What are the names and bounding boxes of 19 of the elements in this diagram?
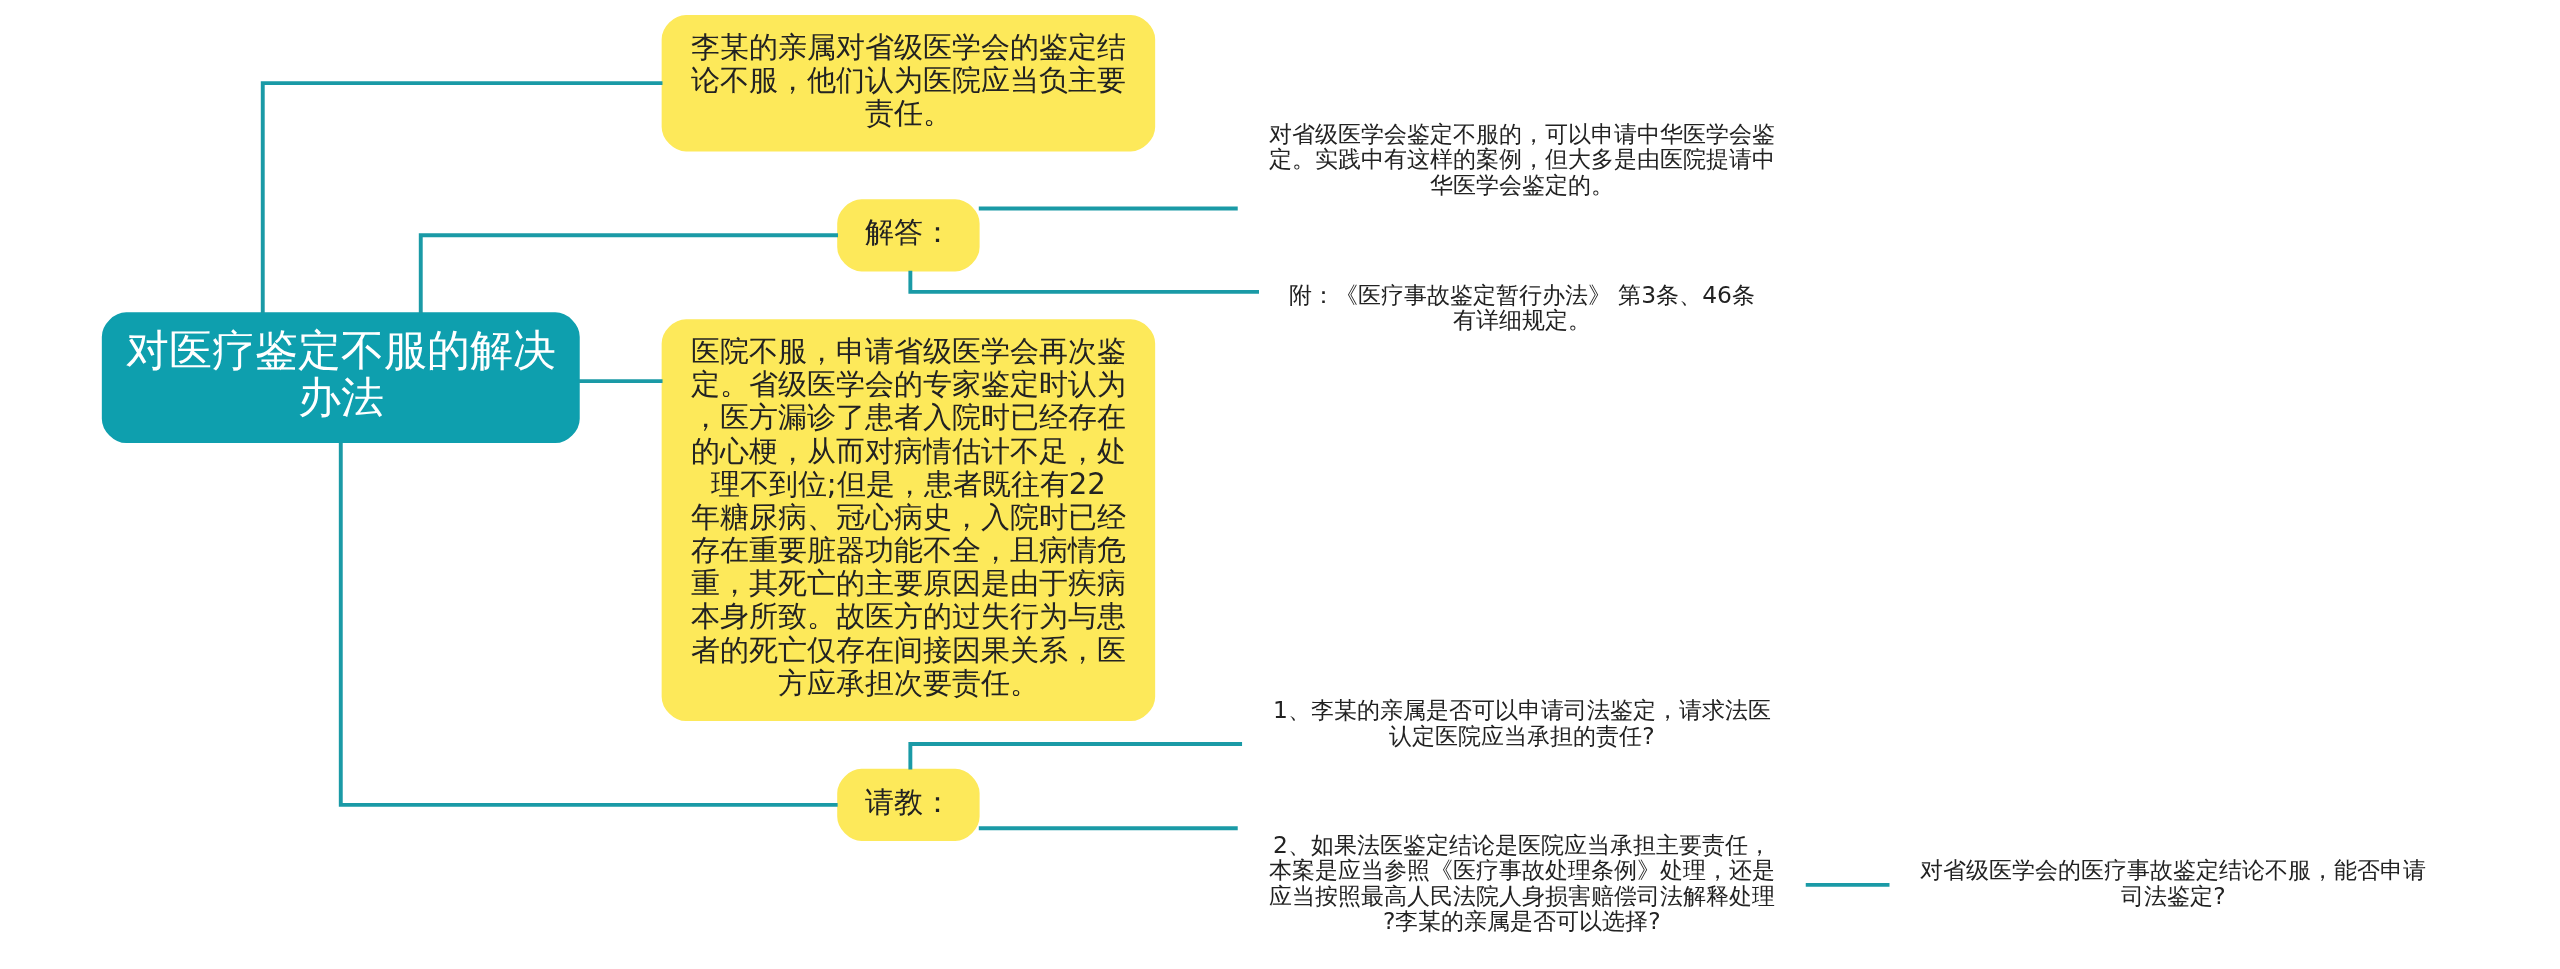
node-box: 对医疗鉴定不服的解决办法 <box>101 312 580 444</box>
node-text: 对省级医学会的医疗事故鉴定结论不服，能否申请司法鉴定? <box>1920 856 2427 910</box>
connector <box>1805 882 1890 887</box>
node-box: 请教： <box>837 768 980 841</box>
node-box: 李某的亲属对省级医学会的鉴定结论不服，他们认为医院应当负主要责任。 <box>661 14 1156 152</box>
node-box: 医院不服，申请省级医学会再次鉴定。省级医学会的专家鉴定时认为，医方漏诊了患者入院时已经存在的心梗，从而对病情估计不足，处理不到位;但是，患者既往有22年糖尿病、冠心病史，入院时已经存在重要脏器功能不全，且病情危重，其死亡的主要原因是由于疾病本身所致。故医方的过失行为与患者的死亡仅存在间接因果关系，医方应承担次要责任。 <box>661 319 1156 721</box>
connector <box>338 442 838 807</box>
node-text: 对省级医学会鉴定不服的，可以申请中华医学会鉴定。实践中有这样的案例，但大多是由医院提请中华医学会鉴定的。 <box>1268 119 1775 199</box>
connector <box>908 741 1243 770</box>
node-box: 解答： <box>837 199 980 272</box>
node-text: 附：《医疗事故鉴定暂行办法》 第3条、46条有详细规定。 <box>1288 280 1755 335</box>
connector <box>579 379 663 384</box>
node-text: 2、如果法医鉴定结论是医院应当承担主要责任，本案是应当参照《医疗事故处理条例》处理，还是应当按照最高人民法院人身损害赔偿司法解释处理?李某的亲属是否可以选择? <box>1268 830 1775 935</box>
node-text: 1、李某的亲属是否可以申请司法鉴定，请求法医认定医院应当承担的责任? <box>1272 696 1771 750</box>
connector <box>260 81 663 314</box>
connector <box>978 826 1238 831</box>
connector <box>978 206 1238 211</box>
connector <box>418 233 838 314</box>
connector <box>908 270 1259 294</box>
